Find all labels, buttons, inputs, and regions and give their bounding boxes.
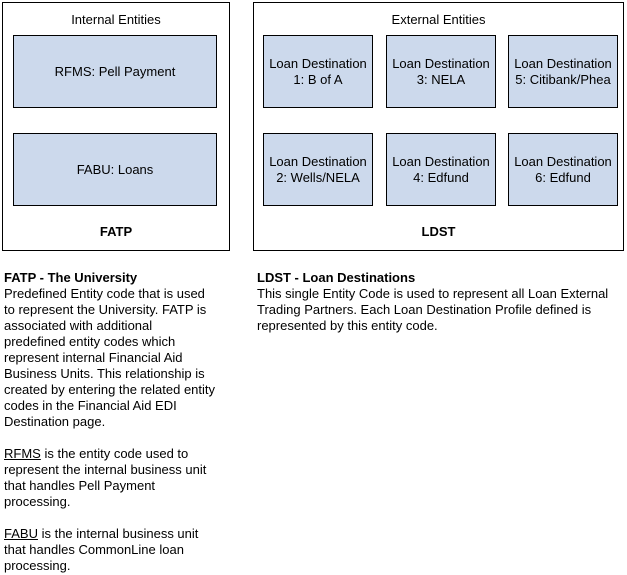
external-entities-title: External Entities bbox=[391, 12, 486, 27]
loan-destination-1-label: Loan Destination 1: B of A bbox=[269, 55, 367, 87]
loan-destination-6-label: Loan Destination 6: Edfund bbox=[514, 153, 612, 185]
fabu-term: FABU bbox=[4, 526, 38, 541]
loan-destination-3-label: Loan Destination 3: NELA bbox=[392, 55, 490, 87]
fatp-note-heading: FATP - The University bbox=[4, 270, 138, 285]
loan-destination-2-label: Loan Destination 2: Wells/NELA bbox=[269, 153, 367, 185]
loan-destination-2-box: Loan Destination 2: Wells/NELA bbox=[263, 133, 373, 206]
ldst-code-label: LDST bbox=[421, 224, 456, 239]
ldst-notes-column: LDST - Loan Destinations This single Ent… bbox=[257, 270, 627, 334]
rfms-pell-payment-box: RFMS: Pell Payment bbox=[13, 35, 217, 108]
internal-entities-title: Internal Entities bbox=[71, 12, 161, 27]
loan-destination-1-box: Loan Destination 1: B of A bbox=[263, 35, 373, 108]
loan-destination-5-box: Loan Destination 5: Citibank/Phea bbox=[508, 35, 618, 108]
fatp-notes-column: FATP - The University Predefined Entity … bbox=[4, 270, 254, 574]
loan-destination-5-label: Loan Destination 5: Citibank/Phea bbox=[514, 55, 612, 87]
ldst-note-heading: LDST - Loan Destinations bbox=[257, 270, 416, 285]
ldst-note-body: This single Entity Code is used to repre… bbox=[257, 286, 609, 333]
rfms-term: RFMS bbox=[4, 446, 41, 461]
fatp-note-body: Predefined Entity code that is used to r… bbox=[4, 286, 216, 429]
fatp-code-label: FATP bbox=[99, 224, 133, 239]
loan-destination-4-box: Loan Destination 4: Edfund bbox=[386, 133, 496, 206]
rfms-pell-payment-label: RFMS: Pell Payment bbox=[54, 63, 176, 79]
rfms-note-text: is the entity code used to represent the… bbox=[4, 446, 207, 509]
loan-destination-6-box: Loan Destination 6: Edfund bbox=[508, 133, 618, 206]
fabu-note-paragraph: FABU is the internal business unit that … bbox=[4, 526, 254, 574]
fabu-loans-label: FABU: Loans bbox=[76, 161, 154, 177]
external-entities-box: External Entities Loan Destination 1: B … bbox=[253, 2, 624, 251]
internal-entities-box: Internal Entities RFMS: Pell Payment FAB… bbox=[2, 2, 230, 251]
fabu-loans-box: FABU: Loans bbox=[13, 133, 217, 206]
loan-destination-4-label: Loan Destination 4: Edfund bbox=[392, 153, 490, 185]
rfms-note-paragraph: RFMS is the entity code used to represen… bbox=[4, 446, 254, 510]
loan-destination-3-box: Loan Destination 3: NELA bbox=[386, 35, 496, 108]
fabu-note-text: is the internal business unit that handl… bbox=[4, 526, 199, 573]
